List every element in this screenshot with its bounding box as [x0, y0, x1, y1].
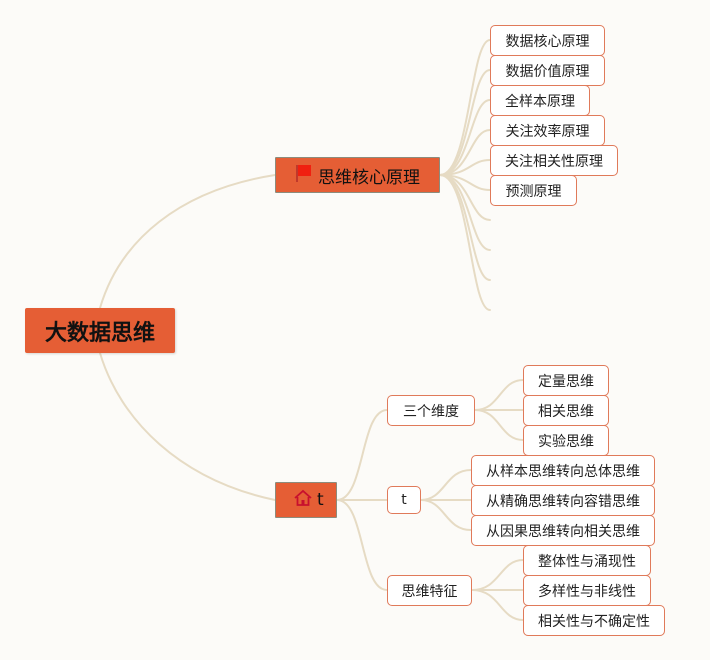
leaf-topic[interactable]: 全样本原理	[490, 85, 590, 116]
leaf-topic[interactable]: 相关思维	[523, 395, 609, 426]
flag-icon	[294, 163, 314, 188]
subtopic-thinking-features[interactable]: 思维特征	[387, 575, 472, 606]
leaf-label: 从样本思维转向总体思维	[486, 463, 640, 480]
home-icon	[293, 488, 313, 513]
leaf-topic[interactable]: 整体性与涌现性	[523, 545, 651, 576]
subtopic-t[interactable]: t	[387, 486, 421, 514]
leaf-topic[interactable]: 实验思维	[523, 425, 609, 456]
leaf-label: 关注效率原理	[505, 123, 590, 140]
leaf-label: 关注相关性原理	[505, 153, 603, 170]
leaf-label: 相关思维	[538, 403, 594, 420]
leaf-label: 数据核心原理	[505, 33, 590, 50]
branch-label: 思维核心原理	[318, 167, 420, 188]
leaf-topic[interactable]: 预测原理	[490, 175, 577, 206]
leaf-label: 多样性与非线性	[538, 583, 636, 600]
leaf-topic[interactable]: 从精确思维转向容错思维	[471, 485, 655, 516]
leaf-topic[interactable]: 数据价值原理	[490, 55, 605, 86]
branch-t[interactable]: t	[275, 482, 337, 518]
root-topic[interactable]: 大数据思维	[25, 308, 175, 353]
leaf-label: 定量思维	[538, 373, 594, 390]
leaf-topic[interactable]: 从样本思维转向总体思维	[471, 455, 655, 486]
leaf-topic[interactable]: 多样性与非线性	[523, 575, 651, 606]
leaf-label: 相关性与不确定性	[538, 613, 650, 630]
leaf-topic[interactable]: 从因果思维转向相关思维	[471, 515, 655, 546]
subtopic-label: 思维特征	[401, 583, 458, 600]
subtopic-label: t	[401, 492, 407, 508]
subtopic-three-dimensions[interactable]: 三个维度	[387, 395, 475, 426]
subtopic-label: 三个维度	[403, 403, 459, 420]
leaf-label: 整体性与涌现性	[538, 553, 636, 570]
leaf-topic[interactable]: 定量思维	[523, 365, 609, 396]
leaf-topic[interactable]: 关注相关性原理	[490, 145, 618, 176]
leaf-topic[interactable]: 数据核心原理	[490, 25, 605, 56]
root-topic-label: 大数据思维	[44, 320, 155, 346]
leaf-label: 从因果思维转向相关思维	[486, 523, 640, 540]
branch-thinking-core-principles[interactable]: 思维核心原理	[275, 157, 440, 193]
branch-label: t	[317, 490, 324, 510]
leaf-label: 实验思维	[538, 433, 594, 450]
leaf-label: 预测原理	[505, 183, 562, 200]
leaf-topic[interactable]: 相关性与不确定性	[523, 605, 665, 636]
leaf-topic[interactable]: 关注效率原理	[490, 115, 605, 146]
leaf-label: 从精确思维转向容错思维	[486, 493, 640, 510]
leaf-label: 数据价值原理	[505, 63, 590, 80]
leaf-label: 全样本原理	[505, 93, 575, 110]
